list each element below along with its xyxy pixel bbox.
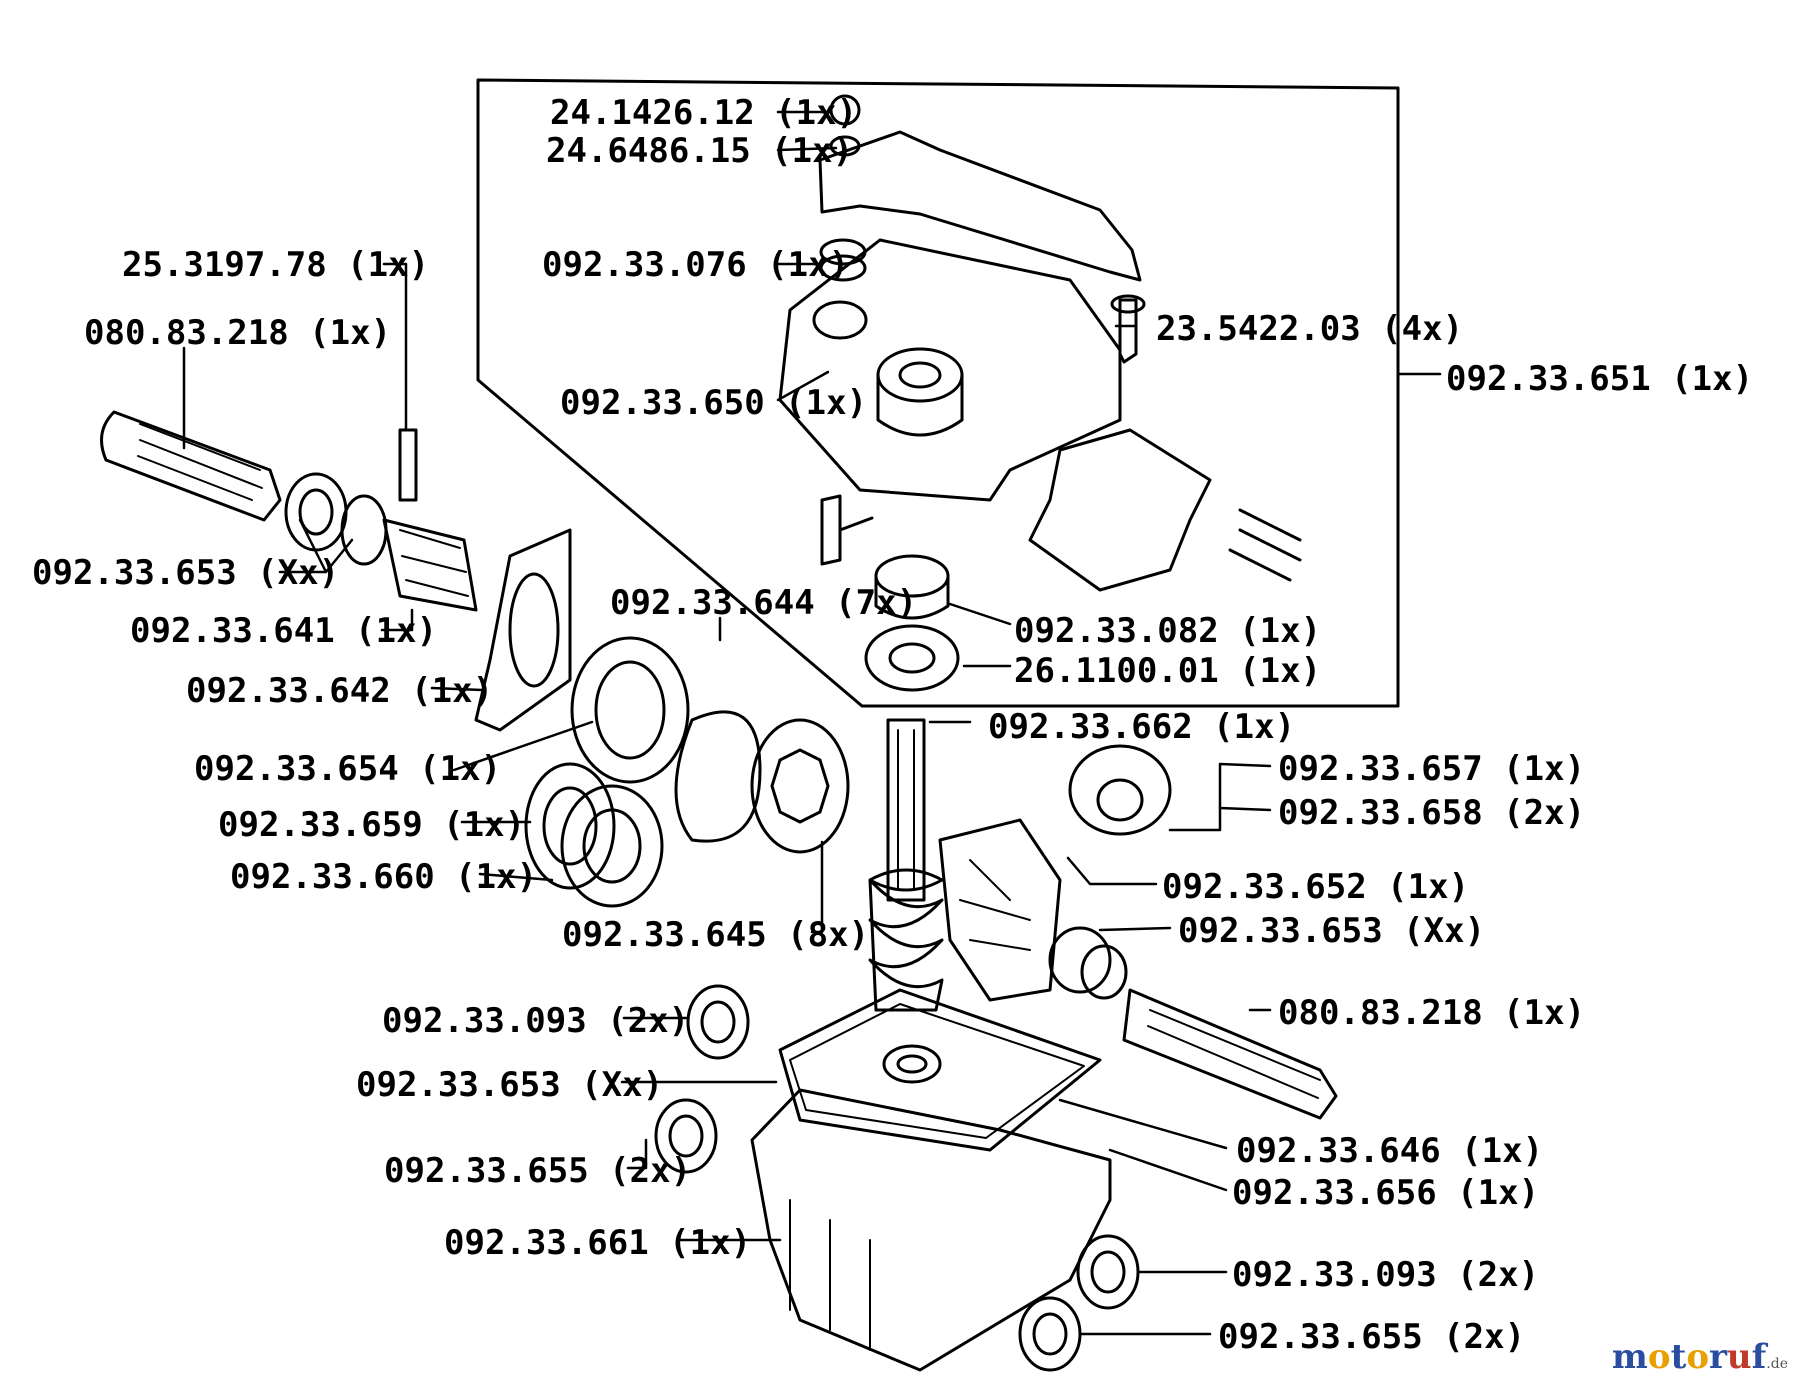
watermark-letter: m bbox=[1611, 1337, 1648, 1377]
bearing-093b-part bbox=[1076, 1234, 1140, 1310]
housing-cover-part bbox=[778, 238, 1122, 502]
part-label: 092.33.645 (8x) bbox=[562, 915, 870, 955]
output-shaft-part bbox=[1122, 988, 1338, 1120]
gear-sleeve-part bbox=[876, 347, 964, 403]
seal-656-part bbox=[882, 1044, 942, 1084]
part-label: 092.33.642 (1x) bbox=[186, 671, 494, 711]
pin-part bbox=[820, 494, 874, 566]
part-label: 24.1426.12 (1x) bbox=[550, 93, 858, 133]
bearing-part bbox=[864, 624, 960, 692]
part-label: 092.33.656 (1x) bbox=[1232, 1173, 1540, 1213]
roller-bearing-part bbox=[524, 762, 616, 890]
gasket-part bbox=[474, 528, 572, 732]
gearbox-housing-part bbox=[750, 1088, 1112, 1372]
watermark-letter: u bbox=[1726, 1337, 1752, 1377]
part-label: 092.33.093 (2x) bbox=[382, 1001, 690, 1041]
part-label: 092.33.653 (Xx) bbox=[356, 1065, 664, 1105]
part-label: 24.6486.15 (1x) bbox=[546, 131, 854, 171]
worm-shaft-part bbox=[886, 718, 926, 902]
part-label: 092.33.660 (1x) bbox=[230, 857, 538, 897]
left-shaft-group bbox=[100, 410, 850, 908]
part-label: 092.33.658 (2x) bbox=[1278, 793, 1586, 833]
part-label: 092.33.655 (2x) bbox=[384, 1151, 692, 1191]
screw-part bbox=[1118, 298, 1138, 364]
part-label: 092.33.655 (2x) bbox=[1218, 1317, 1526, 1357]
part-label: 092.33.646 (1x) bbox=[1236, 1131, 1544, 1171]
part-label: 092.33.093 (2x) bbox=[1232, 1255, 1540, 1295]
lower-housing-group bbox=[654, 984, 1140, 1372]
part-label: 092.33.657 (1x) bbox=[1278, 749, 1586, 789]
watermark-logo: motoruf.de bbox=[1612, 1340, 1788, 1374]
shim-2-part bbox=[340, 494, 388, 566]
watermark-tld: .de bbox=[1766, 1356, 1788, 1372]
part-label: 23.5422.03 (4x) bbox=[1156, 309, 1464, 349]
bearing-093a-part bbox=[686, 984, 750, 1060]
thrust-washer-part bbox=[570, 636, 690, 784]
watermark-letter: o bbox=[1686, 1337, 1709, 1377]
part-label: 26.1100.01 (1x) bbox=[1014, 651, 1322, 691]
disc-part bbox=[674, 710, 762, 843]
part-label: 092.33.641 (1x) bbox=[130, 611, 438, 651]
part-label: 092.33.653 (Xx) bbox=[1178, 911, 1486, 951]
pinion-part bbox=[812, 300, 868, 340]
splined-shaft-part bbox=[100, 410, 282, 522]
coupling-part bbox=[382, 518, 478, 612]
roll-pin-part bbox=[398, 428, 418, 502]
part-label: 092.33.662 (1x) bbox=[988, 707, 1296, 747]
lever-part bbox=[818, 130, 1142, 282]
part-label: 092.33.659 (1x) bbox=[218, 805, 526, 845]
leader-lines bbox=[182, 110, 1442, 1336]
shim-1-part bbox=[284, 472, 348, 552]
watermark-letter: r bbox=[1709, 1337, 1727, 1377]
part-label: 25.3197.78 (1x) bbox=[122, 245, 430, 285]
worm-gear-part bbox=[938, 818, 1062, 1002]
housing-gasket-part bbox=[778, 988, 1102, 1152]
part-label: 080.83.218 (1x) bbox=[1278, 993, 1586, 1033]
part-label: 092.33.652 (1x) bbox=[1162, 867, 1470, 907]
plate-part bbox=[1028, 428, 1212, 592]
part-label: 092.33.644 (7x) bbox=[610, 583, 918, 623]
part-label: 092.33.076 (1x) bbox=[542, 245, 850, 285]
upper-assembly bbox=[778, 94, 1302, 692]
part-label: 092.33.651 (1x) bbox=[1446, 359, 1754, 399]
spline-disc-part bbox=[750, 718, 850, 854]
central-shaft-group bbox=[868, 718, 1338, 1120]
subassembly-frame bbox=[476, 78, 1400, 708]
bearing-655b-part bbox=[1018, 1296, 1082, 1372]
worm-part bbox=[868, 868, 944, 1012]
part-label: 080.83.218 (1x) bbox=[84, 313, 392, 353]
watermark-letter: o bbox=[1647, 1337, 1671, 1377]
bearing-655a-part bbox=[654, 1098, 718, 1174]
part-label: 092.33.654 (1x) bbox=[194, 749, 502, 789]
nut-part bbox=[829, 94, 861, 126]
part-label: 092.33.650 (1x) bbox=[560, 383, 868, 423]
spring-part bbox=[1228, 508, 1302, 582]
watermark-letter: t bbox=[1670, 1337, 1687, 1377]
shim-653b-part bbox=[1048, 926, 1112, 994]
gear-hub-part bbox=[1068, 744, 1172, 836]
ring-660-part bbox=[560, 784, 664, 908]
watermark-letter: f bbox=[1751, 1337, 1767, 1377]
part-label: 092.33.661 (1x) bbox=[444, 1223, 752, 1263]
part-label: 092.33.082 (1x) bbox=[1014, 611, 1322, 651]
part-label: 092.33.653 (Xx) bbox=[32, 553, 340, 593]
